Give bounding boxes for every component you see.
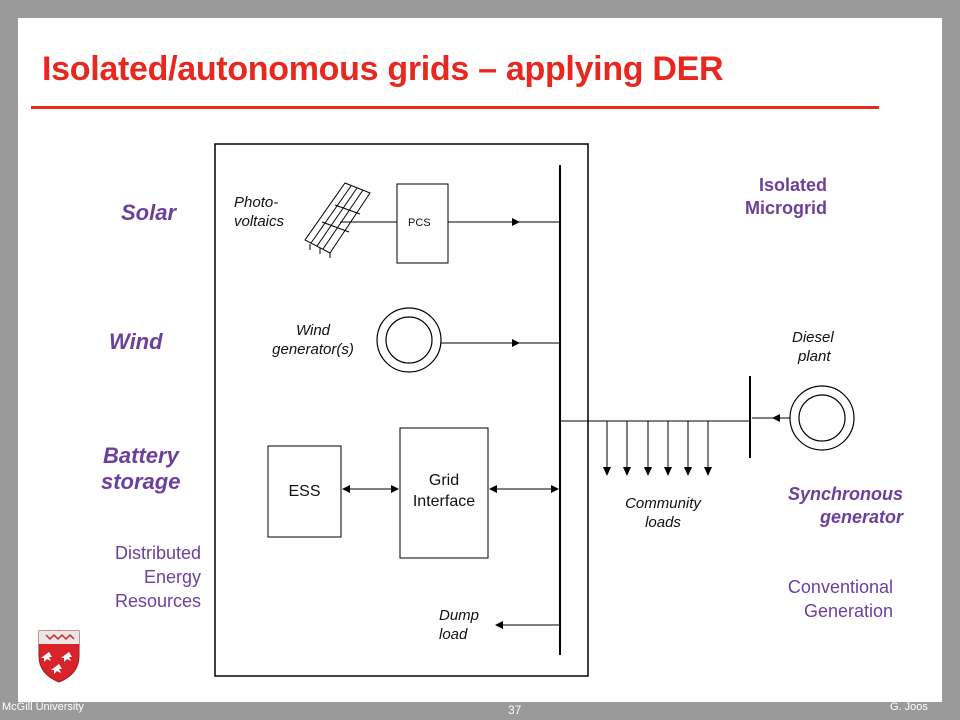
- isolated-label-line1: Isolated: [758, 175, 827, 195]
- grid-interface-label: Grid Interface: [400, 470, 488, 512]
- community-loads-label: Community loads: [612, 494, 714, 532]
- grid-interface-box: [399, 427, 489, 559]
- isolated-microgrid-label: Isolated Microgrid: [706, 174, 827, 220]
- community-label-line1: Community: [625, 495, 701, 512]
- footer-author: G. Joos: [890, 701, 928, 713]
- diesel-label-line1: Diesel: [792, 329, 834, 346]
- photovoltaics-label: Photo- voltaics: [234, 193, 284, 231]
- wind-gen-label-line2: generator(s): [272, 341, 354, 358]
- synchronous-generator-label: Synchronous generator: [740, 483, 903, 529]
- battery-label-line2: storage: [101, 469, 181, 494]
- conv-label-line1: Conventional: [787, 577, 893, 597]
- solar-label: Solar: [121, 200, 177, 225]
- photovoltaic-panel-icon: [304, 182, 371, 258]
- diesel-plant-label: Diesel plant: [792, 328, 834, 366]
- conv-label-line2: Generation: [803, 601, 893, 621]
- pcs-box: [396, 183, 449, 264]
- community-label-line2: loads: [645, 514, 681, 531]
- footer-institution: McGill University: [2, 701, 84, 713]
- grid-label-line1: Grid: [428, 472, 460, 489]
- pv-label-line1: Photo-: [234, 194, 279, 211]
- footer-page-number: 37: [508, 703, 522, 717]
- slide: [18, 18, 942, 702]
- mcgill-crest-logo: [38, 630, 80, 683]
- wind-label: Wind: [109, 329, 163, 354]
- battery-label-line1: Battery: [103, 443, 179, 468]
- ess-label: ESS: [288, 483, 321, 500]
- title-underline: [31, 106, 879, 109]
- der-enclosure: [214, 143, 589, 677]
- dump-label-line1: Dump: [439, 607, 480, 624]
- community-loads: [606, 421, 709, 472]
- conventional-generation-label: Conventional Generation: [752, 575, 893, 623]
- isolated-label-line2: Microgrid: [744, 198, 827, 218]
- ess-box: [267, 445, 342, 538]
- wind-generator-icon: [376, 307, 442, 373]
- der-label-line3: Resources: [114, 591, 201, 611]
- wind-gen-label-line1: Wind: [295, 322, 331, 339]
- sync-label-line2: generator: [819, 507, 903, 527]
- grid-label-line2: Interface: [412, 493, 476, 510]
- dump-label-line2: load: [439, 626, 468, 643]
- dump-load-label: Dump load: [439, 606, 479, 644]
- slide-title: Isolated/autonomous grids – applying DER: [42, 50, 724, 88]
- der-label-line2: Energy: [143, 567, 201, 587]
- pv-label-line2: voltaics: [234, 213, 285, 230]
- pcs-label: PCS: [408, 217, 431, 229]
- wind-generator-label: Wind generator(s): [263, 321, 363, 359]
- sync-label-line1: Synchronous: [787, 484, 903, 504]
- der-label: Distributed Energy Resources: [88, 541, 201, 613]
- der-label-line1: Distributed: [114, 543, 201, 563]
- diesel-label-line2: plant: [798, 348, 831, 365]
